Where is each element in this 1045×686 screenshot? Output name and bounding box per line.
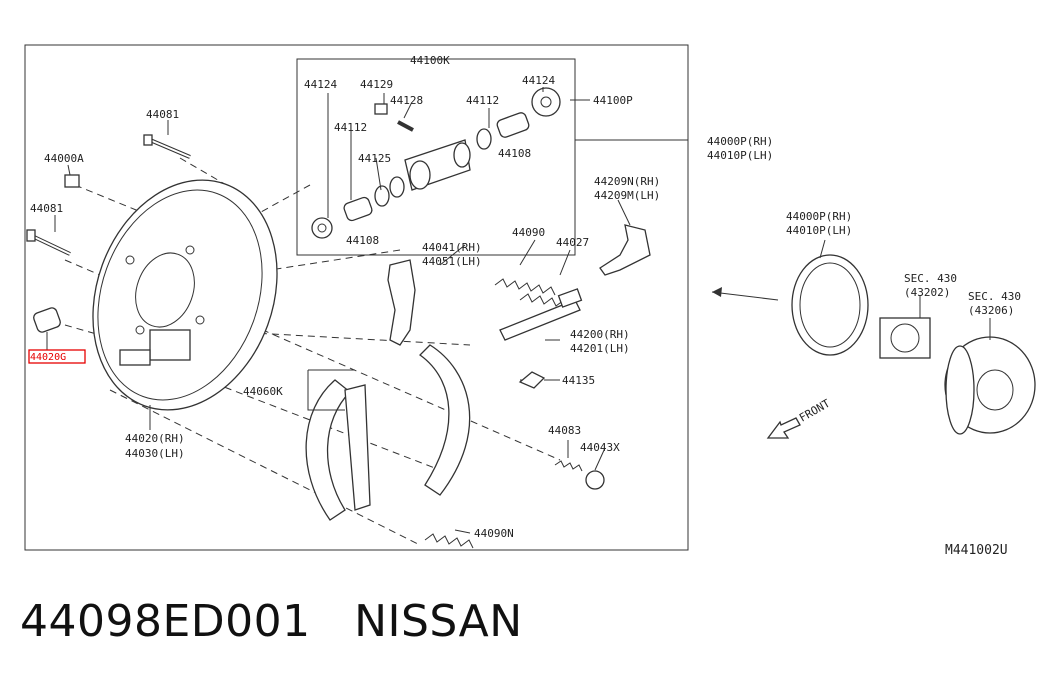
label-wc-cup-l: 44125 <box>358 152 391 165</box>
label-wc-boot-r: 44108 <box>498 147 531 160</box>
label-plate-lh: 44030(LH) <box>125 447 185 460</box>
label-wc-cap: 44129 <box>360 78 393 91</box>
label-spring-027: 44027 <box>556 236 589 249</box>
strut <box>499 288 583 341</box>
overview-assembly <box>711 254 1036 439</box>
label-wc-piston-r: 44112 <box>466 94 499 107</box>
nut <box>64 174 80 188</box>
label-sec1-num: (43202) <box>904 286 950 299</box>
label-adj-lh: 44209M(LH) <box>594 189 660 202</box>
label-sec2-num: (43206) <box>968 304 1014 317</box>
label-brake-lh: 44010P(LH) <box>707 149 773 162</box>
label-strut-lh: 44201(LH) <box>570 342 630 355</box>
label-spring-090: 44090 <box>512 226 545 239</box>
label-shoe: 44060K <box>243 385 283 398</box>
label-ov-brake-lh: 44010P(LH) <box>786 224 852 237</box>
label-adj-rh: 44209N(RH) <box>594 175 660 188</box>
label-lever-lh: 44051(LH) <box>422 255 482 268</box>
label-sec2: SEC. 430 <box>968 290 1021 303</box>
clip <box>518 371 546 389</box>
adjuster-lever <box>599 224 651 276</box>
label-wc-seal-l: 44124 <box>304 78 337 91</box>
part-caption: 44098ED001 NISSAN <box>20 596 523 647</box>
label-wc-assy: 44100P <box>593 94 633 107</box>
label-wc-boot-l: 44108 <box>346 234 379 247</box>
diagram-code: M441002U <box>945 543 1008 558</box>
label-strut-rh: 44200(RH) <box>570 328 630 341</box>
label-nut: 44000A <box>44 152 84 165</box>
label-front: FRONT <box>797 397 833 425</box>
highlight-box <box>28 349 86 364</box>
plug <box>33 307 61 333</box>
brake-shoes <box>305 344 471 521</box>
leader-lines <box>46 45 991 550</box>
parking-lever <box>387 259 416 346</box>
label-wc-piston-l: 44112 <box>334 121 367 134</box>
label-retainer: 44043X <box>580 441 620 454</box>
label-wc-bleeder: 44128 <box>390 94 423 107</box>
kit-frame <box>296 58 576 256</box>
label-ov-brake-rh: 44000P(RH) <box>786 210 852 223</box>
label-clip: 44135 <box>562 374 595 387</box>
label-spring-090n: 44090N <box>474 527 514 540</box>
label-bolt-top: 44081 <box>146 108 179 121</box>
bolt-left <box>26 229 71 256</box>
label-pin: 44083 <box>548 424 581 437</box>
retainer <box>585 470 605 490</box>
wheel-cylinder <box>311 87 561 239</box>
label-brake-rh: 44000P(RH) <box>707 135 773 148</box>
label-plate-rh: 44020(RH) <box>125 432 185 445</box>
label-wc-seal-r: 44124 <box>522 74 555 87</box>
label-sec1: SEC. 430 <box>904 272 957 285</box>
label-lever-rh: 44041(RH) <box>422 241 482 254</box>
backing-plate <box>92 179 278 411</box>
label-kit: 44100K <box>410 54 450 67</box>
label-plug: 44020G <box>30 352 66 363</box>
label-bolt-left: 44081 <box>30 202 63 215</box>
bolt-top <box>143 134 191 159</box>
